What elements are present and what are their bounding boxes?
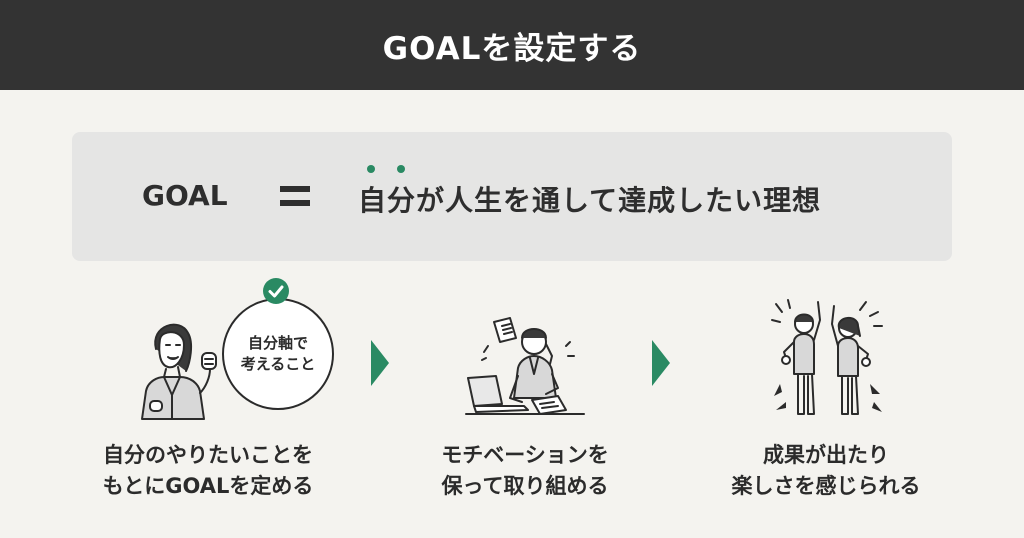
bubble-line-1: 自分軸で <box>247 334 308 352</box>
step-3-line-1: 成果が出たり <box>763 443 889 467</box>
equals-sign <box>280 184 310 210</box>
step-1-line-1: 自分のやりたいことを <box>103 443 313 467</box>
arrow-right-icon <box>652 340 670 386</box>
header-bar: GOALを設定する <box>0 0 1024 90</box>
arrow-right-icon <box>371 340 389 386</box>
woman-fist-illustration <box>141 323 217 420</box>
celebrating-colleagues-illustration <box>771 299 883 415</box>
bubble-line-2: 考えること <box>240 355 316 373</box>
step-3-label: 成果が出たり 楽しさを感じられる <box>696 440 956 502</box>
emphasis-dot <box>367 165 375 173</box>
goal-term: GOAL <box>142 179 228 212</box>
emphasis-dot <box>397 165 405 173</box>
step-1-label: 自分のやりたいことを もとにGOALを定める <box>78 440 338 502</box>
focus-bubble: 自分軸で 考えること <box>222 298 334 410</box>
goal-definition: 自分が人生を通して達成したい理想 <box>358 184 822 217</box>
step-1-line-2: もとにGOALを定める <box>102 474 314 498</box>
step-2-line-1: モチベーションを <box>441 443 609 467</box>
step-2-line-2: 保って取り組める <box>441 474 609 498</box>
step-2-label: モチベーションを 保って取り組める <box>395 440 655 502</box>
busy-worker-illustration <box>465 317 585 415</box>
page-title: GOALを設定する <box>382 30 642 67</box>
check-icon <box>268 285 284 298</box>
step-3-line-2: 楽しさを感じられる <box>731 474 921 498</box>
check-badge <box>263 278 289 304</box>
definition-panel: GOAL 自分が人生を通して達成したい理想 <box>72 132 952 261</box>
